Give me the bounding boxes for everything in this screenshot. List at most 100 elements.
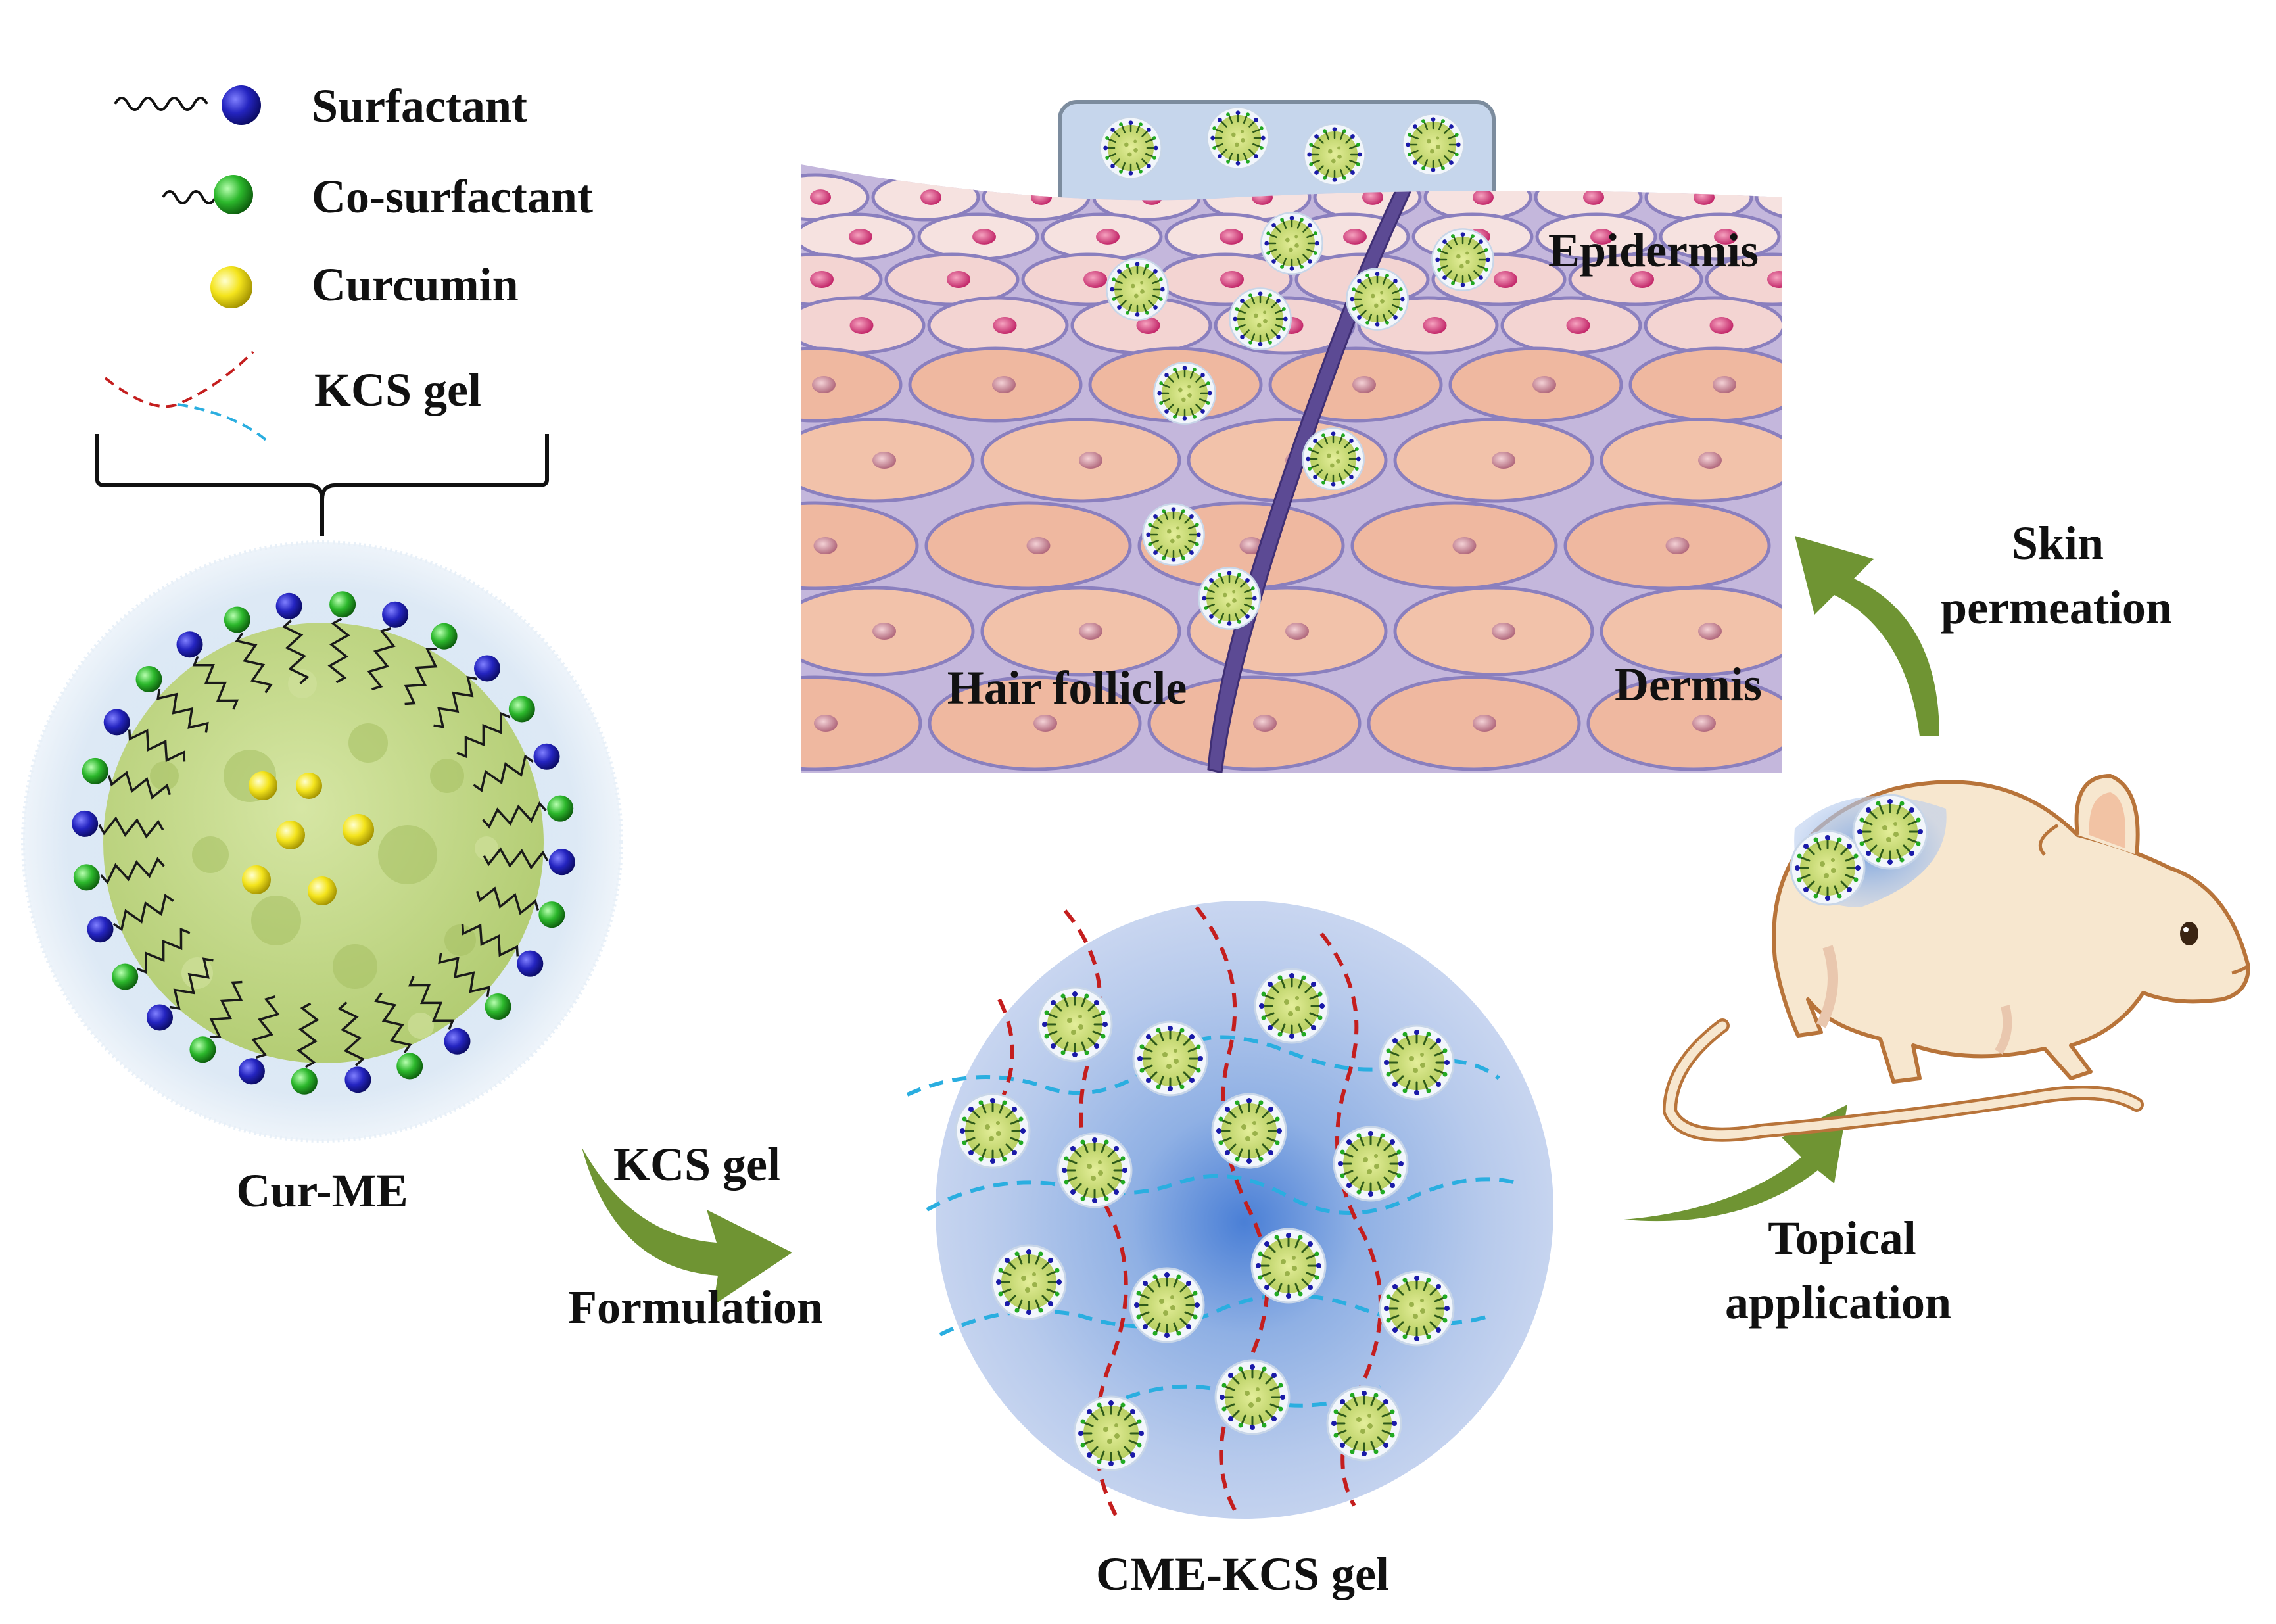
skin-droplet <box>1303 123 1366 186</box>
cell-nucleus <box>1031 189 1052 205</box>
skin-permeation-arrow <box>1795 536 1939 736</box>
surfactant-tail <box>404 647 438 705</box>
gel-droplet <box>1132 1020 1208 1097</box>
topical-label-line2: application <box>1725 1276 1951 1329</box>
surfactant-tail <box>408 976 455 1030</box>
skin-droplet <box>1260 212 1323 275</box>
gel-droplet <box>1037 986 1113 1063</box>
cell-nucleus <box>993 317 1017 334</box>
surfactant-head <box>344 1066 371 1093</box>
cell-nucleus <box>1220 271 1244 288</box>
surfactant-head <box>147 1004 173 1031</box>
skin-droplet <box>1142 503 1205 566</box>
legend-curcumin-icon <box>210 266 252 308</box>
surfactant-head <box>548 849 575 876</box>
gel-droplet <box>1333 1126 1409 1202</box>
surfactant-tail <box>235 632 273 694</box>
skin-droplet <box>1229 287 1292 350</box>
cell-nucleus <box>1492 452 1515 469</box>
surfactant-head <box>72 810 99 837</box>
surfactant-head <box>87 916 114 943</box>
cell-nucleus <box>1352 376 1376 393</box>
cell-nucleus <box>1083 271 1107 288</box>
cell-nucleus <box>920 189 941 205</box>
gel-droplet <box>1250 1228 1327 1304</box>
skin-droplet <box>1206 107 1269 170</box>
surfactant-tail <box>192 656 239 710</box>
cell-nucleus <box>810 189 831 205</box>
skin-droplet <box>1346 268 1409 331</box>
cell-nucleus <box>1239 537 1264 554</box>
surfactant-tail <box>98 816 164 839</box>
cell-nucleus <box>1473 189 1494 205</box>
cell-nucleus <box>1532 376 1556 393</box>
mouse-droplet <box>1852 794 1928 870</box>
legend-surfactant-label: Surfactant <box>312 80 527 132</box>
gel-droplet <box>1379 1024 1455 1101</box>
cell-nucleus <box>1566 317 1590 334</box>
formulation-arrow <box>582 1147 792 1305</box>
cosurfactant-head <box>112 963 139 990</box>
cell-nucleus <box>1362 189 1383 205</box>
gel-droplet <box>1326 1385 1402 1462</box>
formulation-label: Formulation <box>568 1281 823 1333</box>
gel-droplet <box>1056 1132 1133 1208</box>
cell-nucleus <box>872 452 896 469</box>
surfactant-head <box>382 601 409 628</box>
cell-nucleus <box>1079 623 1102 640</box>
cell-nucleus <box>1698 452 1722 469</box>
cell-nucleus <box>1804 189 1825 205</box>
skin-droplet <box>1198 567 1261 630</box>
cell-nucleus <box>1692 715 1716 732</box>
cur-me-surfactant-layer <box>72 591 575 1095</box>
curcumin-molecules <box>242 771 374 905</box>
cell-nucleus <box>972 229 996 245</box>
skin-droplet <box>1099 116 1162 179</box>
cell-nucleus <box>1630 271 1654 288</box>
gel-droplet <box>1379 1270 1455 1347</box>
surfactant-tail <box>100 857 165 884</box>
surfactant-tail <box>327 617 350 684</box>
cur-me-oil-core <box>103 623 544 1063</box>
legend-cosurfactant-icon <box>162 175 253 214</box>
surfactant-tail <box>473 754 534 792</box>
topical-label-line1: Topical <box>1768 1212 1916 1264</box>
mouse-illustration <box>1662 773 2250 1142</box>
cell-nucleus <box>1423 317 1447 334</box>
skin-label-line1: Skin <box>2012 517 2104 569</box>
cell-nucleus <box>1026 537 1051 554</box>
cell-nucleus <box>992 376 1016 393</box>
cell-nucleus <box>1583 189 1604 205</box>
cell-nucleus <box>1096 229 1120 245</box>
skin-cross-section: Epidermis Hair follicle Dermis <box>801 100 1825 773</box>
surfactant-tail <box>112 894 174 932</box>
cell-nucleus <box>1473 715 1496 732</box>
legend-kcs-gel-label: KCS gel <box>314 364 481 416</box>
dermis-cells <box>801 346 1782 771</box>
gel-droplet <box>955 1093 1031 1169</box>
cell-nucleus <box>872 623 896 640</box>
surfactant-tail <box>456 711 511 759</box>
surfactant-head <box>517 950 544 977</box>
hair-follicle-label: Hair follicle <box>947 661 1187 714</box>
gel-droplet <box>1073 1395 1149 1471</box>
surfactant-head <box>444 1028 471 1055</box>
cell-nucleus <box>1492 623 1515 640</box>
cosurfactant-head <box>538 901 565 928</box>
skin-label-line2: permeation <box>1941 581 2172 634</box>
cell-nucleus <box>1590 229 1614 245</box>
cell-nucleus <box>849 229 872 245</box>
skin-droplet <box>1153 362 1216 425</box>
surfactant-tail <box>374 992 412 1054</box>
cosurfactant-head <box>547 795 574 822</box>
cell-nucleus <box>814 715 838 732</box>
surfactant-tail <box>209 980 243 1039</box>
legend-brace <box>95 434 549 536</box>
surfactant-tail <box>128 728 186 763</box>
surfactant-tail <box>483 847 549 870</box>
surfactant-tail <box>251 995 280 1059</box>
legend-surfactant-icon <box>114 85 261 125</box>
epidermis-cell <box>1755 173 1782 222</box>
cell-nucleus <box>810 271 834 288</box>
gel-droplet <box>1129 1267 1205 1343</box>
